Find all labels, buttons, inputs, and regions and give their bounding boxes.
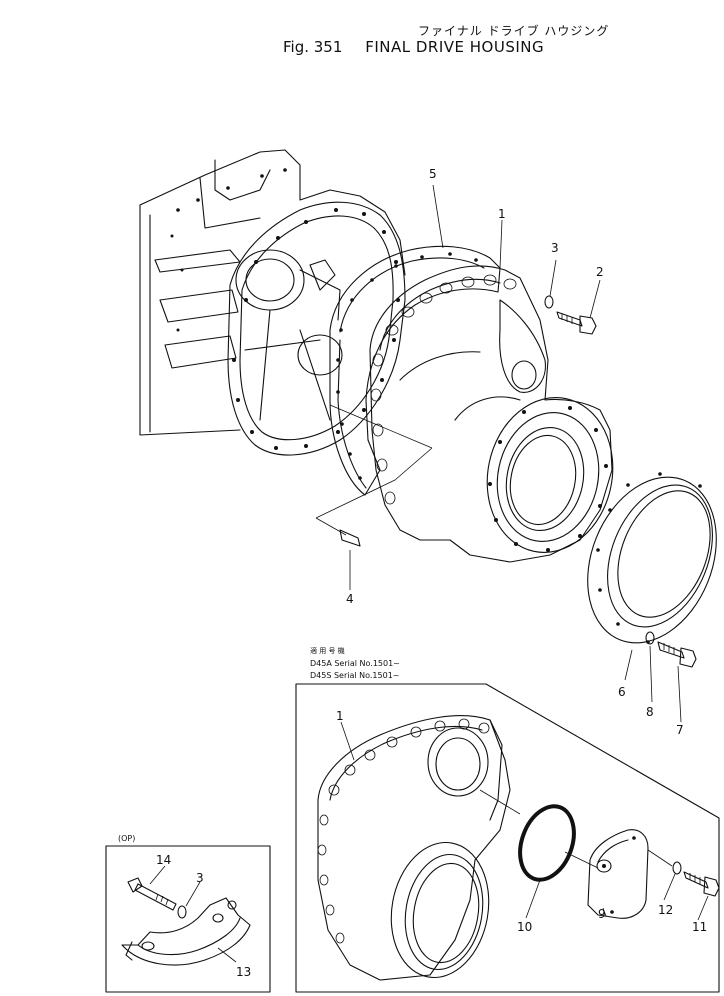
japanese-title: ファイナル ドライブ ハウジング xyxy=(418,24,610,38)
washer-3 xyxy=(544,295,554,309)
guard-13 xyxy=(121,897,251,966)
final-drive-housing xyxy=(369,265,614,563)
callout-13: 13 xyxy=(236,965,252,979)
figure-number: Fig. 351 xyxy=(283,38,343,56)
callout-4: 4 xyxy=(346,592,354,606)
callout-detail-1: 1 xyxy=(336,709,344,723)
callout-12: 12 xyxy=(658,903,674,917)
transmission-case xyxy=(139,149,406,456)
figure-title: Fig. 351 FINAL DRIVE HOUSING xyxy=(283,38,544,56)
bolt-11 xyxy=(683,871,720,897)
inset-label: (OP) xyxy=(118,834,136,843)
o-ring xyxy=(518,804,576,882)
serial-line-d45a: D45A Serial No.1501~ xyxy=(310,659,400,668)
serial-heading: 適 用 号 機 xyxy=(310,647,345,655)
bolt-2 xyxy=(556,311,597,335)
housing-detail xyxy=(317,715,521,981)
washer-8 xyxy=(645,631,655,645)
callout-7: 7 xyxy=(676,723,684,737)
serial-line-d45s: D45S Serial No.1501~ xyxy=(310,671,400,680)
callout-9: 9 xyxy=(598,907,606,921)
figure-name: FINAL DRIVE HOUSING xyxy=(365,38,545,56)
bolt-14 xyxy=(127,877,177,911)
callout-6: 6 xyxy=(618,685,626,699)
bolt-7 xyxy=(657,641,697,668)
cover-9 xyxy=(587,829,649,919)
callout-2: 2 xyxy=(596,265,604,279)
detail-frame xyxy=(295,683,720,993)
washer-12 xyxy=(672,861,682,875)
callout-14: 14 xyxy=(156,853,172,867)
leader-lines xyxy=(149,184,709,963)
washer-3-op xyxy=(177,905,187,919)
retainer-6 xyxy=(587,472,717,644)
callout-3: 3 xyxy=(551,241,559,255)
inset-frame xyxy=(105,845,271,993)
callout-inset-3: 3 xyxy=(196,871,204,885)
callout-11: 11 xyxy=(692,920,708,934)
callout-5: 5 xyxy=(429,167,437,181)
callout-10: 10 xyxy=(517,920,533,934)
callout-1: 1 xyxy=(498,207,506,221)
callout-8: 8 xyxy=(646,705,654,719)
assembly-line-detail xyxy=(564,849,673,869)
gasket xyxy=(329,245,501,496)
dowel-pin xyxy=(315,404,433,547)
